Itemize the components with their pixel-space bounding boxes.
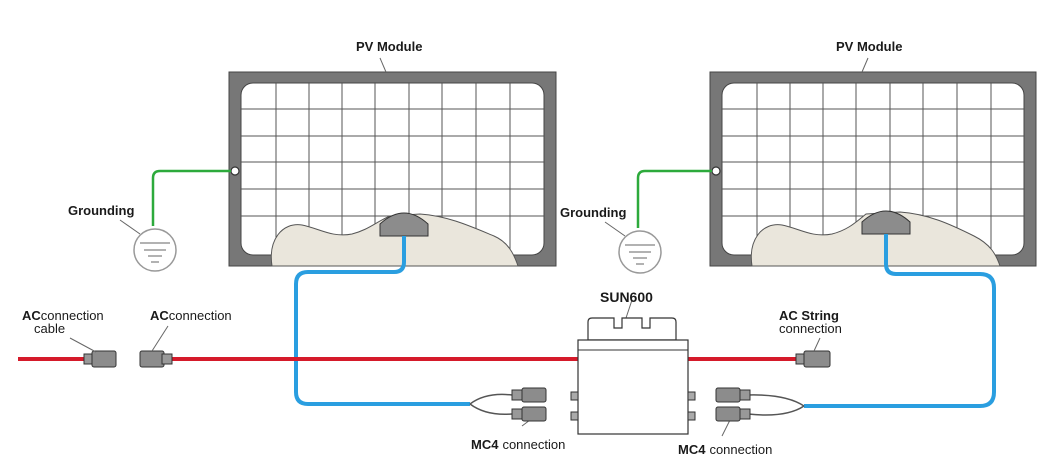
inverter-dc-port-right-2 <box>687 411 696 421</box>
inverter-label: SUN600 <box>600 289 653 305</box>
inverter-dc-port-left-1 <box>570 391 579 401</box>
mc4-split-right-lower <box>747 405 805 416</box>
ground-wire-left <box>151 169 231 226</box>
mc4-split-left-upper <box>469 393 513 405</box>
junction-box-left <box>379 212 429 237</box>
ac-connector-main-end <box>139 350 173 368</box>
ac-connection-label-rest: connection <box>169 308 232 323</box>
inverter-body <box>577 339 689 435</box>
ground-lug-left <box>230 166 240 176</box>
pv-module-left-label: PV Module <box>356 39 422 54</box>
junction-box-right <box>861 210 911 235</box>
inverter-dc-port-right-1 <box>687 391 696 401</box>
ac-string-label-line1: AC String <box>779 308 839 323</box>
ac-cable-label-line2: cable <box>34 321 65 336</box>
pv-backsheet-right <box>750 211 1001 267</box>
ac-string-leader <box>813 337 821 352</box>
mc4-connector-right-lower <box>715 406 751 422</box>
ac-cable-leader <box>69 337 97 353</box>
mc4-split-right-upper <box>747 394 805 407</box>
grounding-right-leader <box>604 221 626 237</box>
ac-string-connector <box>795 350 831 368</box>
mc4-left-label-rest: connection <box>502 437 565 452</box>
mc4-left-label-bold: MC4 <box>471 437 499 452</box>
ac-cable-label-bold: AC <box>22 308 41 323</box>
ac-connector-cable-end <box>83 350 117 368</box>
grounding-left-leader <box>119 219 141 235</box>
dc-cable-left <box>294 236 470 406</box>
ac-cable-label-rest: connection <box>41 308 104 323</box>
dc-cable-right <box>804 234 996 408</box>
mc4-connector-left-lower <box>511 406 547 422</box>
mc4-right-label-bold: MC4 <box>678 442 706 457</box>
ground-wire-right <box>636 169 712 228</box>
pv-module-left <box>228 71 557 267</box>
pv-right-leader <box>861 57 869 73</box>
inverter-mount-bracket <box>587 317 677 341</box>
ac-connection-label: ACconnection <box>150 308 232 323</box>
pv-backsheet-left <box>270 213 519 267</box>
inverter-sun600 <box>570 317 696 435</box>
ground-symbol-left-icon <box>133 228 177 272</box>
pv-module-right <box>709 71 1037 267</box>
ground-lug-right <box>711 166 721 176</box>
inverter-leader <box>625 299 633 319</box>
grounding-right-label: Grounding <box>560 205 626 220</box>
mc4-connector-left-upper <box>511 387 547 403</box>
inverter-dc-port-left-2 <box>570 411 579 421</box>
pv-left-leader <box>379 57 387 73</box>
mc4-connector-right-upper <box>715 387 751 403</box>
ac-string-label-line2: connection <box>779 321 842 336</box>
ac-connection-label-bold: AC <box>150 308 169 323</box>
ac-cable-label: ACconnection <box>22 308 104 323</box>
mc4-split-left-lower <box>469 403 513 416</box>
mc4-right-label-rest: connection <box>709 442 772 457</box>
mc4-right-leader <box>721 419 731 437</box>
ground-symbol-right-icon <box>618 230 662 274</box>
ac-connection-leader <box>151 325 169 352</box>
grounding-left-label: Grounding <box>68 203 134 218</box>
pv-module-right-label: PV Module <box>836 39 902 54</box>
